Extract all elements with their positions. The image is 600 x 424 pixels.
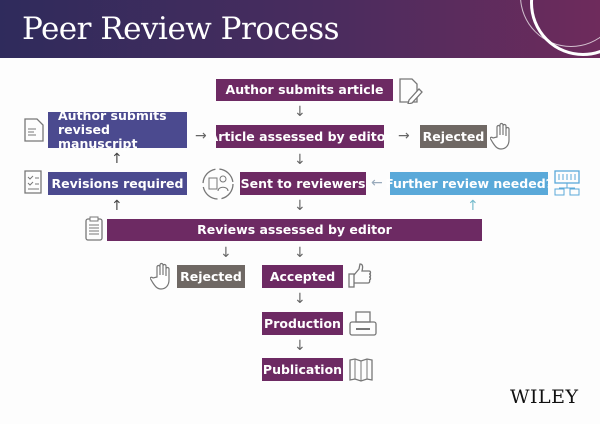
arrow-down: ↓ xyxy=(294,104,306,120)
step-rejected-top: Rejected xyxy=(420,125,487,148)
checklist-icon xyxy=(24,170,42,194)
book-icon xyxy=(349,358,373,382)
thumbs-up-icon xyxy=(348,263,372,288)
page-title: Peer Review Process xyxy=(22,11,340,47)
arrow-down: ↓ xyxy=(294,291,306,307)
arrow-up: ↑ xyxy=(111,198,123,214)
arrow-down: ↓ xyxy=(294,338,306,354)
step-further-review: Further review needed? xyxy=(385,172,553,195)
step-publication: Publication xyxy=(262,358,343,381)
arrow-right: → xyxy=(398,128,410,144)
arrow-down: ↓ xyxy=(294,198,306,214)
printer-icon xyxy=(349,311,377,336)
step-accepted: Accepted xyxy=(262,265,343,288)
arrow-down: ↓ xyxy=(294,152,306,168)
arrow-right: → xyxy=(195,128,207,144)
header-banner: Peer Review Process xyxy=(0,0,600,58)
document-pencil-icon xyxy=(399,78,423,104)
document-icon xyxy=(24,118,44,142)
hand-stop-icon xyxy=(490,122,510,150)
reviewer-cycle-icon xyxy=(202,168,234,200)
arrow-up: ↑ xyxy=(111,151,123,167)
step-reviews-assessed: Reviews assessed by editor xyxy=(107,219,482,241)
arrow-down: ↓ xyxy=(294,245,306,261)
arrow-left: ← xyxy=(371,175,383,191)
step-revised-manuscript: Author submits revised manuscript xyxy=(48,109,187,151)
step-production: Production xyxy=(262,312,343,335)
step-assessed-by-editor: Article assessed by editor xyxy=(209,125,391,148)
clipboard-icon xyxy=(85,216,103,241)
decorative-ring-inner xyxy=(520,0,600,47)
computer-network-icon xyxy=(554,170,580,196)
hand-stop-icon xyxy=(150,262,170,290)
step-sent-to-reviewers: Sent to reviewers xyxy=(240,172,366,195)
arrow-down: ↓ xyxy=(220,245,232,261)
step-revisions-required: Revisions required xyxy=(48,172,187,195)
wiley-logo: WILEY xyxy=(510,386,579,408)
step-rejected-bottom: Rejected xyxy=(177,265,245,288)
arrow-up: ↑ xyxy=(467,198,479,214)
step-author-submits: Author submits article xyxy=(216,79,393,101)
